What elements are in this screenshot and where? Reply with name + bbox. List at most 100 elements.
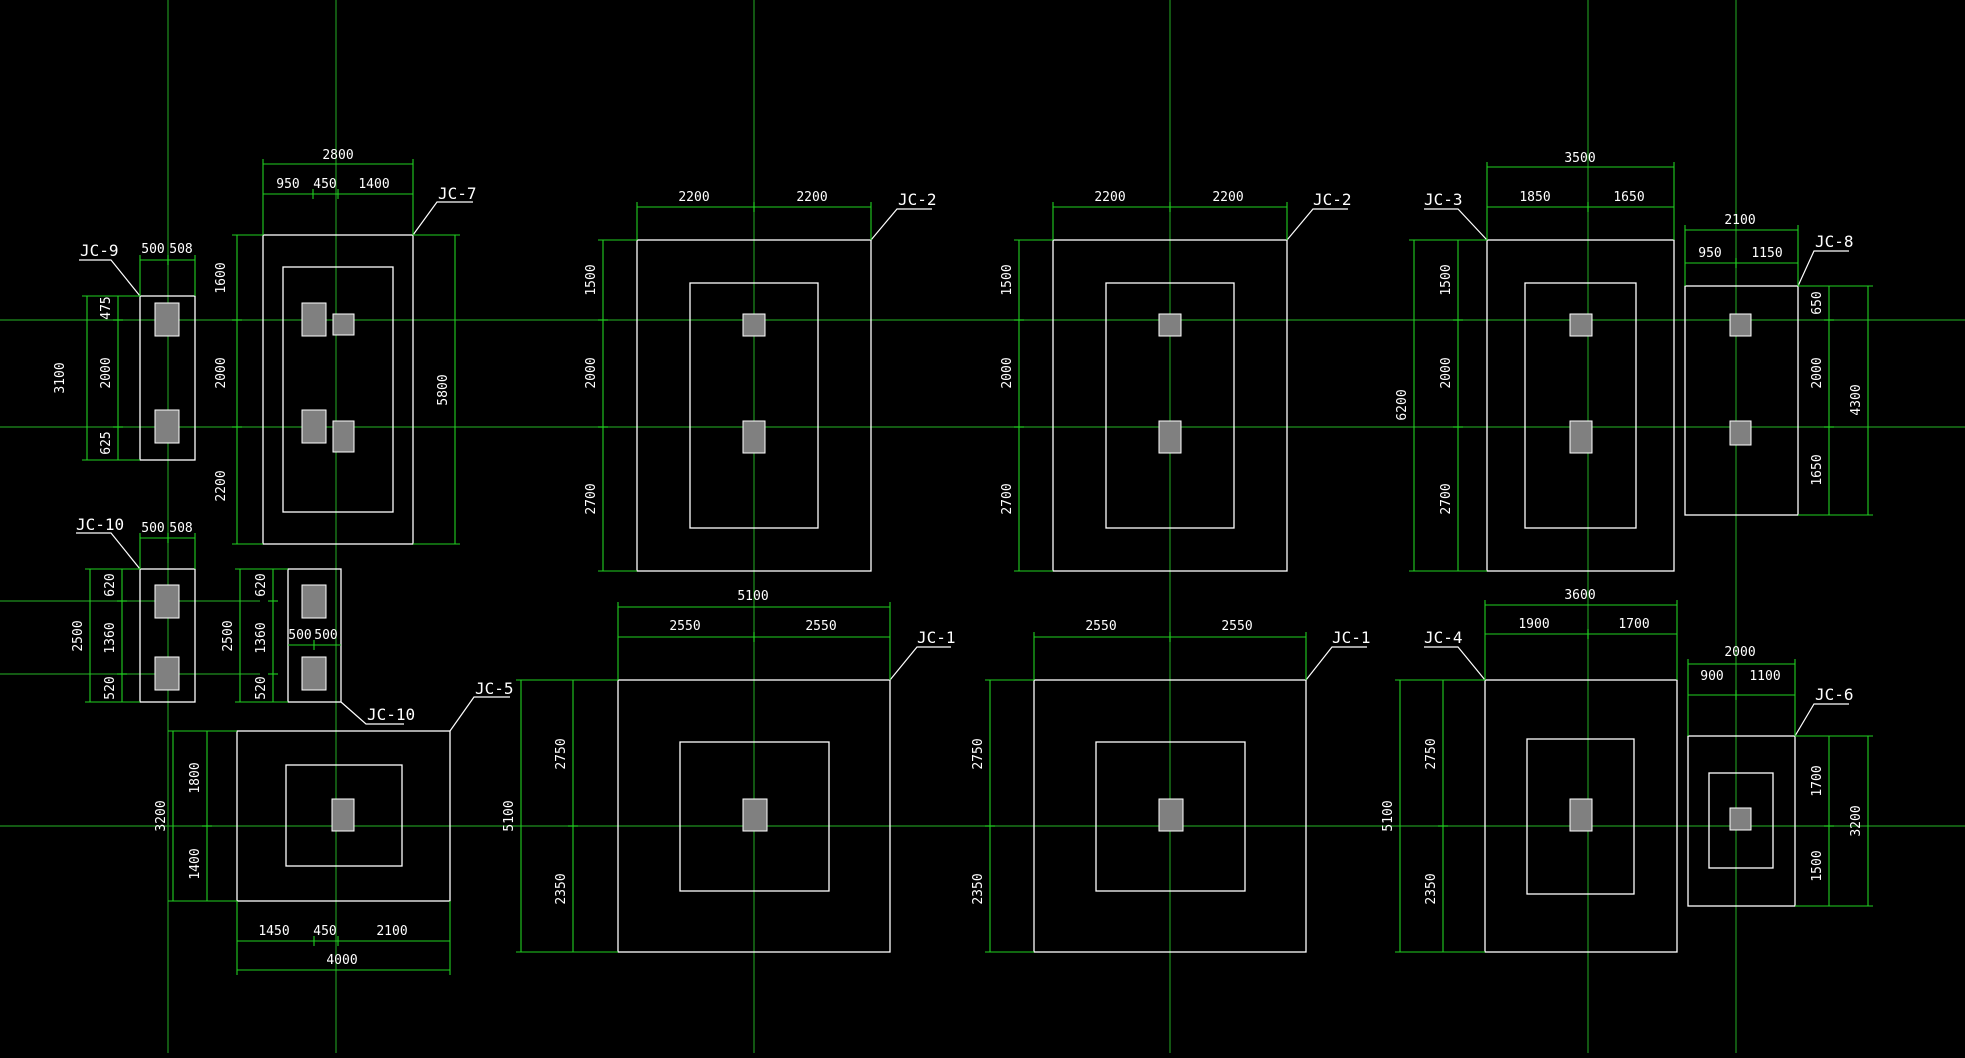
column <box>1729 313 1752 337</box>
dim-text: 950 <box>1698 246 1721 261</box>
column <box>331 798 355 832</box>
jc5-footing-inner <box>285 764 403 867</box>
jc10a-label: JC-10 <box>76 515 124 534</box>
jc9-label: JC-9 <box>80 241 119 260</box>
dim-text: 500 <box>314 628 337 643</box>
dim-text: 2550 <box>805 619 836 634</box>
dim-text: 1500 <box>584 264 599 295</box>
dim-text: 650 <box>1810 291 1825 314</box>
jc6-leader <box>1794 703 1849 737</box>
dim-text: 500 <box>141 521 164 536</box>
dim-text: 1900 <box>1518 617 1549 632</box>
jc7-label: JC-7 <box>438 184 477 203</box>
column <box>1158 313 1182 337</box>
dim-text: 508 <box>169 242 192 257</box>
dimension-lines <box>82 159 1873 975</box>
column <box>301 584 327 619</box>
jc1a-footing-outer <box>617 679 891 953</box>
column <box>154 409 180 444</box>
column <box>332 420 355 453</box>
jc2b-label: JC-2 <box>1313 190 1352 209</box>
jc1a-label: JC-1 <box>917 628 956 647</box>
column <box>1158 798 1184 832</box>
jc5-footing-outer <box>236 730 451 902</box>
jc6-footing-outer <box>1687 735 1796 907</box>
dim-text: 1600 <box>214 262 229 293</box>
dim-text: 2350 <box>1424 873 1439 904</box>
column <box>301 656 327 691</box>
dim-text: 2800 <box>322 148 353 163</box>
jc3-footing-inner <box>1524 282 1637 529</box>
column <box>1569 420 1593 454</box>
columns <box>154 302 1752 832</box>
jc2b-footing-inner <box>1105 282 1235 529</box>
dim-text: 1500 <box>1000 264 1015 295</box>
column <box>1569 313 1593 337</box>
jc9-footing <box>139 295 196 461</box>
dim-text: 1360 <box>103 622 118 653</box>
label-leaders <box>76 201 1849 737</box>
dim-text: 3200 <box>1849 805 1864 836</box>
dim-text: 2000 <box>584 357 599 388</box>
footing-labels: JC-9 JC-7 JC-2 JC-2 JC-3 JC-8 JC-10 JC-1… <box>76 184 1854 724</box>
footing-outlines <box>139 234 1799 953</box>
jc8-label: JC-8 <box>1815 232 1854 251</box>
dim-text: 950 <box>276 177 299 192</box>
jc10a-footing <box>139 568 196 703</box>
dim-text: 2550 <box>1085 619 1116 634</box>
dim-text: 2200 <box>678 190 709 205</box>
dim-text: 1850 <box>1519 190 1550 205</box>
column <box>1158 420 1182 454</box>
jc1b-footing-inner <box>1095 741 1246 892</box>
jc5-leader <box>449 696 510 732</box>
dim-text: 900 <box>1700 669 1723 684</box>
column <box>742 798 768 832</box>
jc2a-label: JC-2 <box>898 190 937 209</box>
jc1b-label: JC-1 <box>1332 628 1371 647</box>
dim-text: 1650 <box>1613 190 1644 205</box>
column <box>1729 807 1752 831</box>
vertical-dimension-text: 475 2000 625 3100 1600 2000 2200 5800 15… <box>53 262 1864 904</box>
jc8-leader <box>1797 250 1849 287</box>
dim-text: 2750 <box>971 738 986 769</box>
dim-text: 2000 <box>214 357 229 388</box>
dim-text: 2000 <box>99 357 114 388</box>
dim-text: 1360 <box>254 622 269 653</box>
dim-text: 625 <box>99 431 114 454</box>
dim-text: 2000 <box>1724 645 1755 660</box>
dim-text: 3100 <box>53 362 68 393</box>
dim-text: 2200 <box>1094 190 1125 205</box>
dim-text: 450 <box>313 924 336 939</box>
dim-text: 1500 <box>1439 264 1454 295</box>
dim-text: 500 <box>288 628 311 643</box>
column <box>742 313 766 337</box>
dim-text: 4000 <box>326 953 357 968</box>
dim-text: 520 <box>103 676 118 699</box>
jc4-footing-inner <box>1526 738 1635 895</box>
dim-text: 1700 <box>1810 765 1825 796</box>
jc7-footing-inner <box>282 266 394 513</box>
dim-text: 1400 <box>188 848 203 879</box>
horizontal-dimension-text: 500 508 2800 950 450 1400 2200 2200 2200… <box>141 148 1782 968</box>
dim-text: 2500 <box>221 620 236 651</box>
dim-text: 2700 <box>584 483 599 514</box>
dim-text: 2550 <box>669 619 700 634</box>
jc10a-leader <box>76 532 141 570</box>
jc4-leader <box>1424 646 1486 681</box>
dim-text: 5800 <box>436 374 451 405</box>
jc7-footing-outer <box>262 234 414 545</box>
dim-text: 2000 <box>1000 357 1015 388</box>
jc10b-footing <box>287 568 342 703</box>
dim-text: 2200 <box>1212 190 1243 205</box>
dim-text: 2000 <box>1439 357 1454 388</box>
dim-text: 2350 <box>554 873 569 904</box>
jc2b-leader <box>1286 208 1348 241</box>
column <box>1729 420 1752 446</box>
dim-text: 3600 <box>1564 588 1595 603</box>
dim-text: 5100 <box>1381 800 1396 831</box>
jc1b-footing-outer <box>1033 679 1307 953</box>
dim-text: 1400 <box>358 177 389 192</box>
dim-text: 508 <box>169 521 192 536</box>
